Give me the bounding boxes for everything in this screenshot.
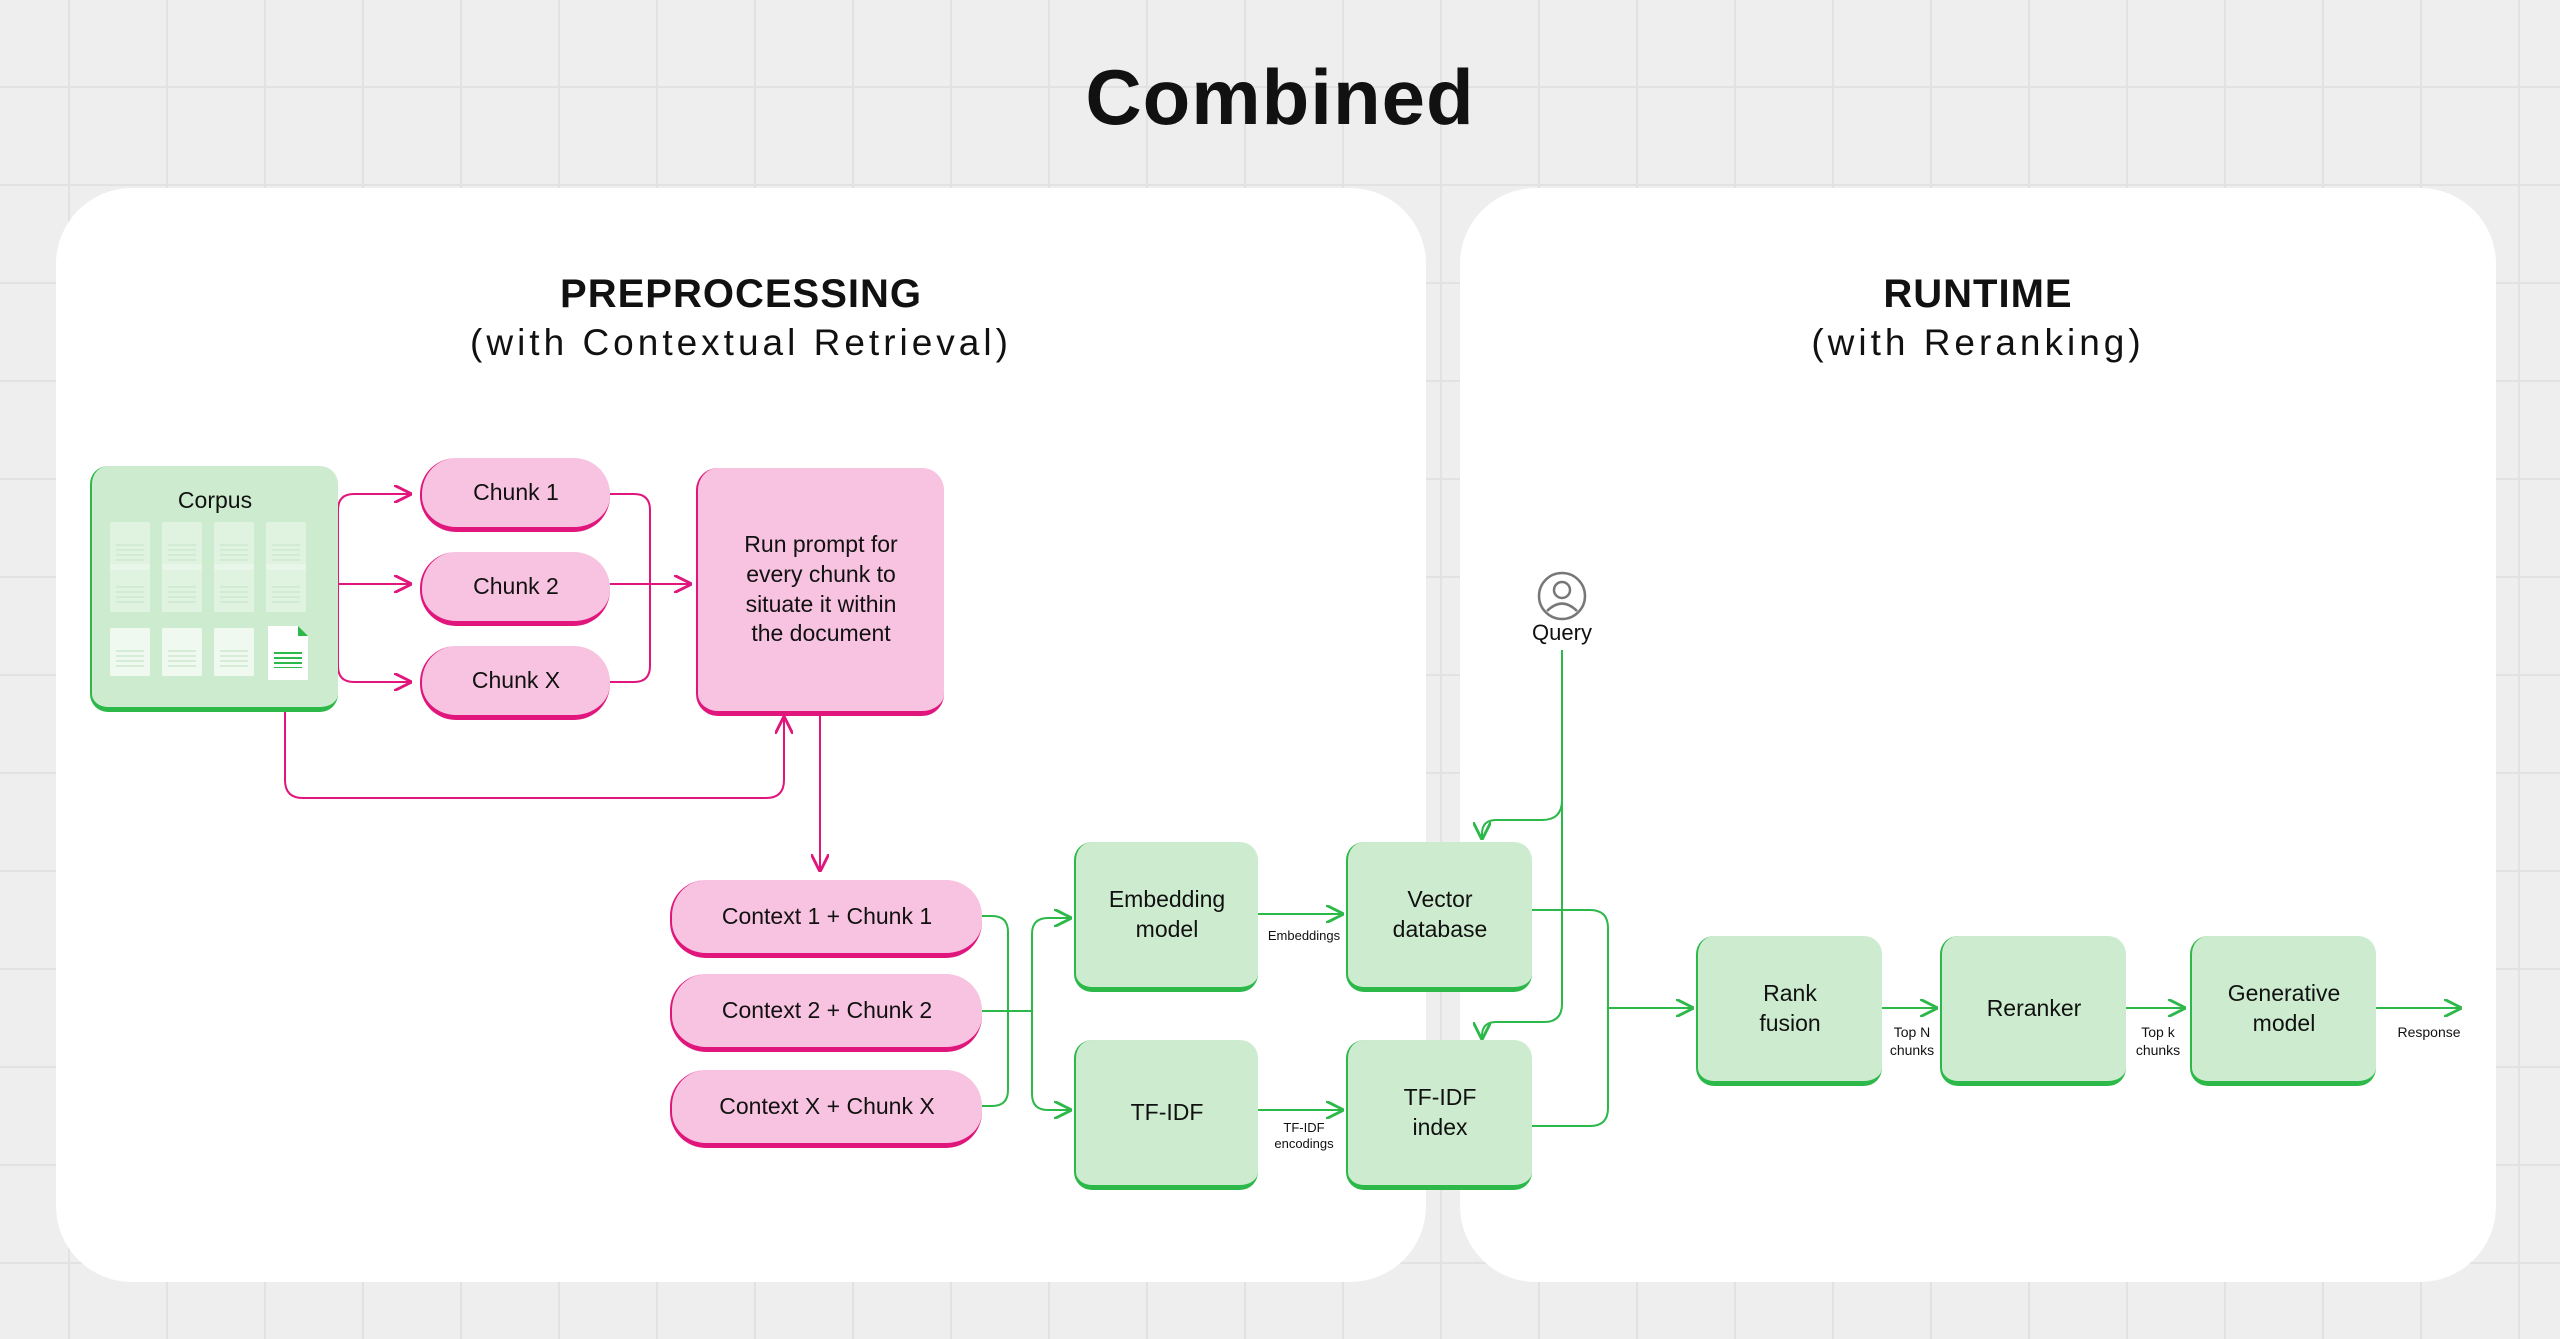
reranker-label: Reranker xyxy=(1986,994,2082,1021)
vector-database-label: Vector database xyxy=(1392,885,1488,942)
prompt-box-label: Run prompt for every chunk to situate it… xyxy=(744,530,898,647)
edge-retrieval-merge xyxy=(1532,909,1609,1127)
embedding-model-node: Embedding model xyxy=(1074,842,1258,992)
tfidf-index-label: TF-IDF index xyxy=(1403,1083,1477,1140)
edge-corpus-chunk1 xyxy=(337,494,410,584)
generative-model-label: Generative model xyxy=(2227,979,2341,1036)
tfidf-index-node: TF-IDF index xyxy=(1346,1040,1532,1190)
edge-contexts-tfidf xyxy=(1031,1011,1070,1110)
chunk-2-label: Chunk 2 xyxy=(473,572,559,599)
edge-contexts-embedding xyxy=(1031,918,1070,1011)
rank-fusion-label: Rank fusion xyxy=(1759,979,1821,1036)
top-n-edge-label: Top N chunks xyxy=(1889,1024,1935,1058)
embeddings-edge-label: Embeddings xyxy=(1267,928,1341,943)
context-chunk-2-label: Context 2 + Chunk 2 xyxy=(721,996,933,1023)
context-chunk-x: Context X + Chunk X xyxy=(670,1070,982,1148)
tfidf-label: TF-IDF xyxy=(1130,1098,1204,1125)
query-label: Query xyxy=(1532,620,1592,645)
documents-icon xyxy=(110,522,320,702)
page-title: Combined xyxy=(1085,53,1475,141)
user-icon xyxy=(1537,571,1587,621)
chunk-1-label: Chunk 1 xyxy=(473,478,559,505)
runtime-panel: RUNTIME (with Reranking) xyxy=(1460,188,2496,1282)
embedding-model-label: Embedding model xyxy=(1108,885,1226,942)
vector-database-node: Vector database xyxy=(1346,842,1532,992)
preprocessing-subtitle: (with Contextual Retrieval) xyxy=(470,322,1012,363)
edge-corpus-chunkx xyxy=(337,584,410,682)
chunk-2: Chunk 2 xyxy=(420,552,610,626)
top-k-edge-label: Top k chunks xyxy=(2135,1024,2181,1058)
chunk-1: Chunk 1 xyxy=(420,458,610,532)
context-chunk-1: Context 1 + Chunk 1 xyxy=(670,880,982,958)
edge-corpus-prompt xyxy=(284,690,784,799)
generative-model-node: Generative model xyxy=(2190,936,2376,1086)
runtime-title: RUNTIME xyxy=(1883,272,2073,316)
edge-query-vector xyxy=(1482,799,1563,838)
edge-query-index xyxy=(1482,650,1563,1038)
response-label: Response xyxy=(2397,1024,2461,1040)
edge-chunks-merge xyxy=(610,493,651,683)
context-chunk-2: Context 2 + Chunk 2 xyxy=(670,974,982,1052)
preprocessing-title: PREPROCESSING xyxy=(560,272,922,316)
highlighted-document-icon xyxy=(268,626,308,680)
chunk-x: Chunk X xyxy=(420,646,610,720)
tfidf-node: TF-IDF xyxy=(1074,1040,1258,1190)
runtime-subtitle: (with Reranking) xyxy=(1811,322,2145,363)
context-chunk-1-label: Context 1 + Chunk 1 xyxy=(721,902,933,929)
corpus-label: Corpus xyxy=(177,487,253,513)
chunk-x-label: Chunk X xyxy=(471,666,561,693)
context-chunk-x-label: Context X + Chunk X xyxy=(719,1092,935,1119)
reranker-node: Reranker xyxy=(1940,936,2126,1086)
tfidf-encodings-edge-label: TF-IDF encodings xyxy=(1274,1120,1334,1152)
rank-fusion-node: Rank fusion xyxy=(1696,936,1882,1086)
contextual-prompt-box: Run prompt for every chunk to situate it… xyxy=(696,468,944,716)
